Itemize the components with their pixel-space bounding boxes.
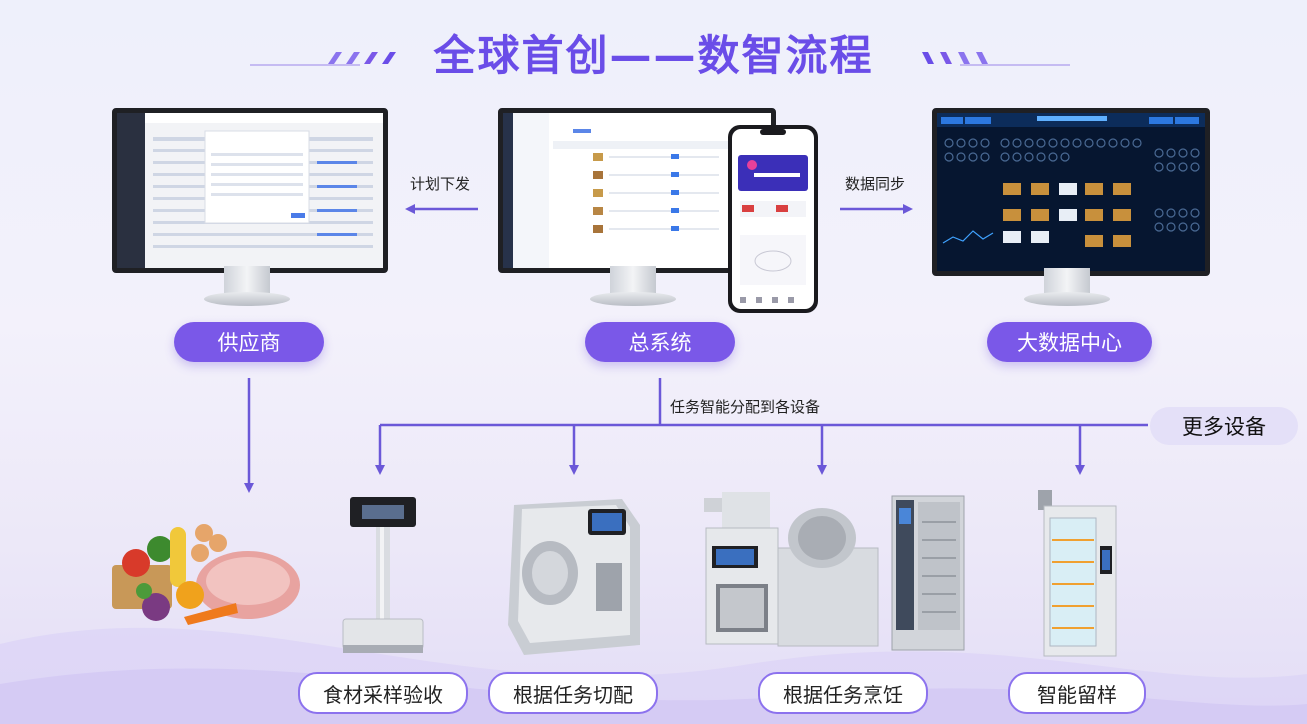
sampling-label: 食材采样验收 <box>298 672 468 714</box>
big-data-monitor <box>932 108 1210 313</box>
big-data-node: 大数据中心 <box>987 322 1152 362</box>
main-system-node: 总系统 <box>585 322 735 362</box>
cooking-label: 根据任务烹饪 <box>758 672 928 714</box>
title-decoration-right <box>922 52 1070 66</box>
big-data-screen <box>932 108 1210 276</box>
main-system-screen-ui <box>503 113 771 268</box>
mobile-screen-ui <box>732 129 814 309</box>
data-sync-label: 数据同步 <box>845 175 906 193</box>
intake-scale-image <box>342 497 424 653</box>
more-devices-badge: 更多设备 <box>1150 407 1298 445</box>
page-title: 全球首创——数智流程 <box>433 31 874 80</box>
supplier-screen-ui <box>117 113 383 268</box>
distribution-label: 任务智能分配到各设备 <box>670 398 821 416</box>
mobile-phone <box>728 125 818 313</box>
supplier-monitor <box>112 108 388 313</box>
plan-dispatch-label: 计划下发 <box>410 175 471 193</box>
supplier-screen <box>112 108 388 273</box>
cutting-label: 根据任务切配 <box>488 672 658 714</box>
big-data-screen-ui <box>937 113 1205 271</box>
sample-fridge-image <box>1038 490 1117 657</box>
supplier-node: 供应商 <box>174 322 324 362</box>
fresh-produce-image <box>112 524 300 625</box>
title-decoration-left <box>250 52 396 66</box>
retention-label: 智能留样 <box>1008 672 1146 714</box>
cooking-equipment-image <box>704 492 965 651</box>
cutting-machine-image <box>508 499 640 655</box>
